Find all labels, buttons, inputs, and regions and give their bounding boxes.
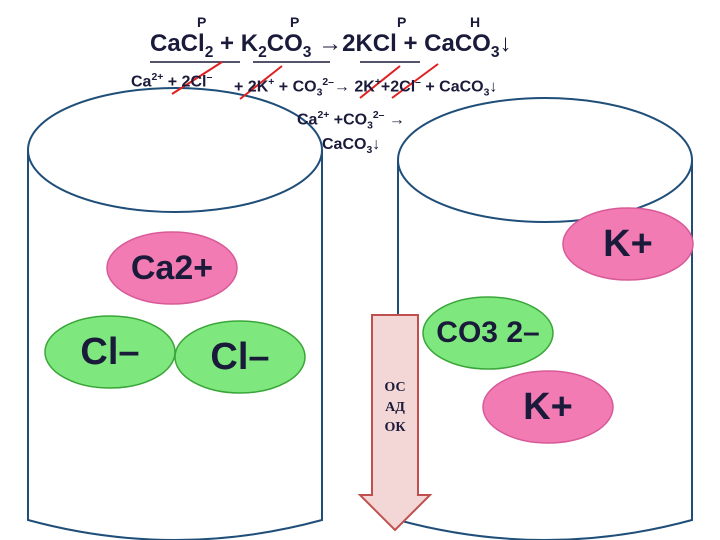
ion-cl-label-a: Cl–	[80, 330, 140, 373]
precipitate-label: ОС АД ОК	[365, 378, 425, 438]
si-arrow: →	[384, 111, 405, 129]
right-beaker	[397, 97, 693, 540]
fi-k: + 2K	[234, 78, 269, 96]
precipitate-label-line2: АД	[385, 400, 405, 415]
solubility-mark-cacl2: Р	[197, 14, 207, 30]
strike-cl2	[391, 63, 439, 99]
eq-down-arrow: ↓	[499, 30, 512, 57]
fi-caco3: + CaCO	[420, 78, 484, 96]
si-ca: Ca	[297, 111, 318, 129]
eq-plus-caco3: + CaCO	[403, 30, 491, 57]
si-co3-sub: 3	[367, 120, 373, 132]
fi-k-charge: +	[268, 77, 275, 88]
si-down-arrow: ↓	[372, 136, 381, 153]
ion-k-circle-b	[482, 370, 614, 444]
precipitate-arrow	[357, 314, 433, 532]
fi-ca-charge: 2+	[151, 72, 164, 83]
strike-k	[239, 65, 283, 100]
molecular-equation: CaCl2 + K2CO3 →2KCl + CaCO3↓	[150, 30, 512, 62]
fi-down-arrow: ↓	[489, 78, 498, 96]
left-beaker-body	[27, 150, 323, 540]
solubility-mark-k2co3: Р	[290, 14, 300, 30]
fi-cl-charge: –	[206, 72, 213, 83]
full-ionic-equation: Ca2+ + 2Cl–	[131, 72, 212, 91]
fi-co3-sub: 3	[316, 87, 323, 99]
fi-k2-charge: +	[374, 77, 381, 88]
eq-co3: CO	[266, 30, 303, 57]
right-beaker-body	[397, 160, 693, 540]
fi-cl: + 2Cl	[163, 73, 207, 91]
fi-caco3-sub: 3	[483, 87, 490, 99]
ion-cl-circle-b	[174, 320, 306, 394]
left-beaker-rim	[27, 87, 323, 213]
ion-k-label-b: K+	[523, 385, 573, 428]
eq-k-sub: 2	[258, 43, 267, 61]
ion-k-circle-a	[562, 207, 694, 281]
fi-arrow-k: → 2K	[333, 78, 375, 96]
eq-plus-k: + K	[220, 30, 259, 57]
strike-k2	[359, 65, 401, 99]
solubility-mark-caco3: Н	[470, 14, 481, 30]
ion-co3-label: CO3 2–	[436, 316, 540, 349]
si-co3: +CO	[329, 111, 368, 129]
fi-co3: + CO	[274, 78, 317, 96]
short-ionic-equation-line2: CaCO3↓	[322, 136, 380, 156]
solubility-mark-kcl: Р	[397, 14, 407, 30]
si-co3-charge: 2–	[372, 110, 385, 121]
eq-co3-sub: 3	[302, 43, 312, 61]
ion-k-label-a: K+	[603, 222, 653, 265]
ion-ca-circle	[106, 231, 238, 305]
si-caco3: CaCO	[322, 136, 367, 153]
fi-cl2-charge: –	[415, 77, 421, 88]
eq-cacl2: CaCl	[150, 30, 205, 57]
ion-cl-label-b: Cl–	[210, 335, 270, 378]
ion-ca-label: Ca2+	[130, 248, 214, 287]
strike-cl	[171, 61, 223, 95]
eq-kcl: 2KCl	[342, 30, 397, 57]
precipitate-label-line3: ОК	[384, 420, 406, 435]
eq-caco3-sub: 3	[490, 43, 500, 61]
si-caco3-sub: 3	[366, 145, 373, 157]
si-ca-charge: 2+	[317, 110, 330, 121]
eq-cacl2-sub: 2	[204, 43, 214, 61]
precipitate-label-line1: ОС	[384, 380, 406, 395]
short-ionic-equation-line1: Ca2+ +CO32– →	[297, 110, 405, 132]
eq-arrow: →	[318, 30, 343, 57]
right-beaker-rim	[397, 97, 693, 223]
fi-co3-charge: 2–	[322, 77, 334, 88]
full-ionic-equation-right: + 2K+ + CO32–→ 2K++2Cl– + CaCO3↓	[234, 77, 497, 99]
fi-ca: Ca	[131, 73, 152, 91]
fi-cl2: +2Cl	[380, 78, 416, 96]
left-beaker	[27, 87, 323, 540]
ion-co3-circle	[422, 296, 554, 370]
